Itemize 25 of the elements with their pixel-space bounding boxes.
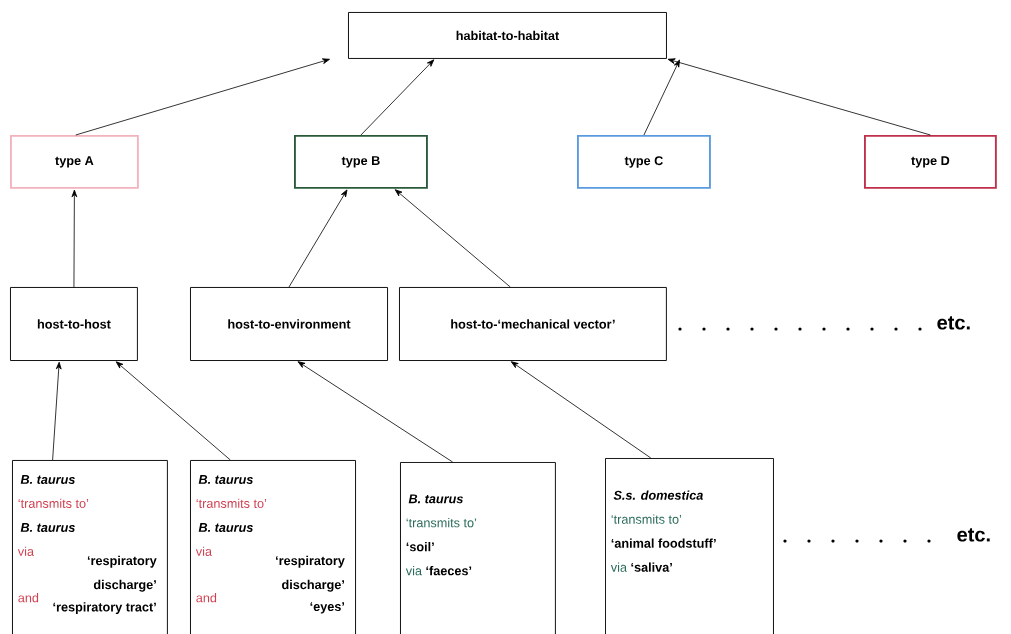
arrow (643, 59, 680, 136)
route-box: host-to-host (10, 287, 138, 361)
arrow (667, 58, 931, 136)
arrow (71, 189, 78, 288)
arrow (360, 59, 435, 136)
arrow (510, 361, 652, 459)
arrow (288, 189, 348, 288)
arrow (394, 189, 511, 288)
arrow (52, 361, 62, 461)
category-box: type D (864, 135, 997, 189)
arrow (297, 361, 453, 463)
category-box: type B (294, 135, 428, 189)
record-box: B. taurus ‘transmits to’ ‘soil’ via ‘faeces’ (400, 462, 556, 634)
record-box: B. taurus ‘transmits to’ B. taurus via ‘respiratory discharge’ and ‘respiratory tract’ (12, 460, 168, 634)
record-box: S.s. domestica ‘transmits to’ ‘animal foodstuff’ via ‘saliva’ (605, 458, 774, 634)
arrow (115, 361, 231, 461)
category-box: type A (10, 135, 139, 189)
route-box: host-to-environment (190, 287, 388, 361)
category-box: habitat-to-habitat (348, 12, 667, 59)
arrow (75, 58, 330, 136)
etc-label: etc. (937, 316, 970, 330)
route-box: host-to-‘mechanical vector’ (399, 287, 667, 361)
record-box: B. taurus ‘transmits to’ B. taurus via ‘respiratory discharge’ and ‘eyes’ (190, 460, 356, 634)
category-box: type C (577, 135, 711, 189)
etc-label: etc. (957, 528, 990, 542)
